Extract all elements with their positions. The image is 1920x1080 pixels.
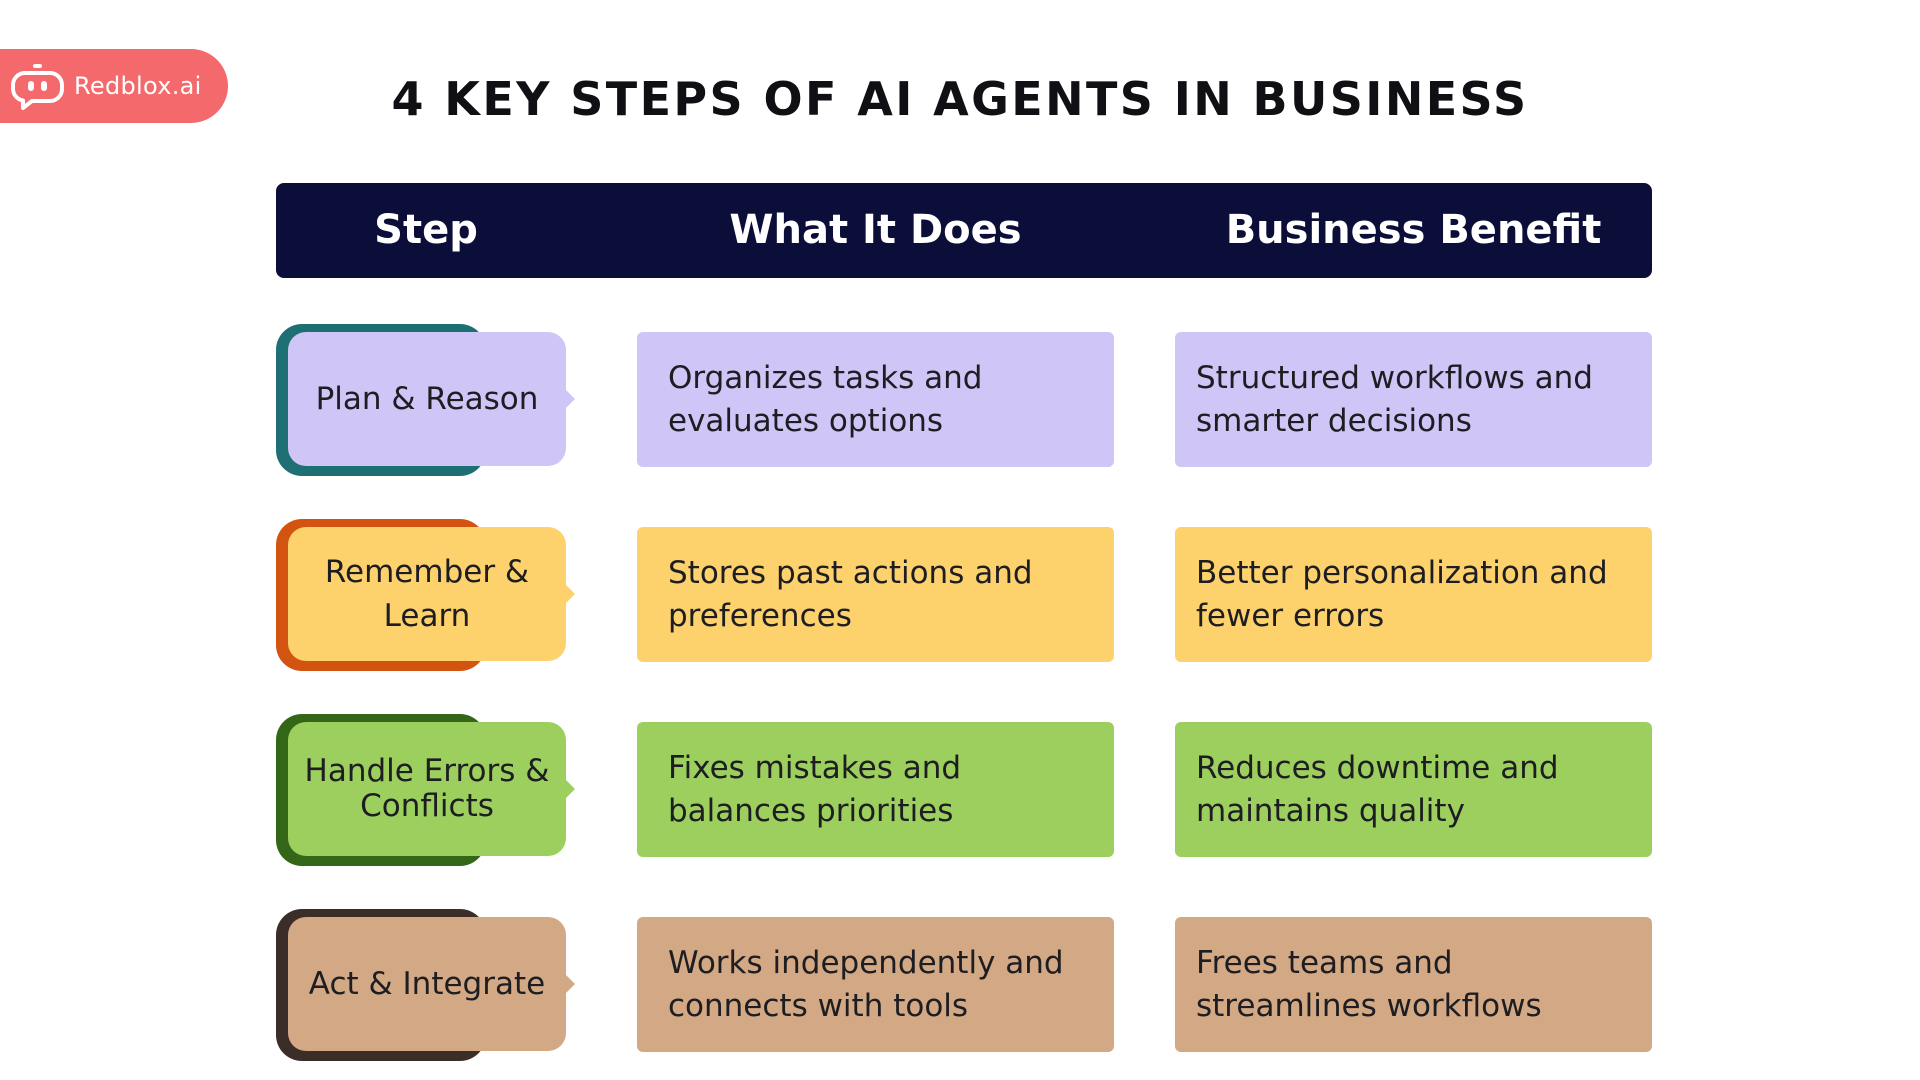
business-benefit-cell: Structured workflows and smarter decisio… <box>1175 332 1652 467</box>
step-card: Remember & Learn <box>276 519 576 671</box>
header-business-benefit: Business Benefit <box>1225 207 1602 253</box>
what-it-does-cell: Fixes mistakes and balances priorities <box>637 722 1114 857</box>
step-label: Handle Errors & Conflicts <box>288 722 566 856</box>
step-card: Handle Errors & Conflicts <box>276 714 576 866</box>
business-benefit-cell: Frees teams and streamlines workflows <box>1175 917 1652 1052</box>
brand-logo: Redblox.ai <box>0 49 228 123</box>
brand-name: Redblox.ai <box>74 72 202 100</box>
step-arrow <box>553 572 575 616</box>
business-benefit-cell: Better personalization and fewer errors <box>1175 527 1652 662</box>
step-label: Remember & Learn <box>288 527 566 661</box>
step-label: Act & Integrate <box>288 917 566 1051</box>
what-it-does-cell: Stores past actions and preferences <box>637 527 1114 662</box>
what-it-does-cell: Works independently and connects with to… <box>637 917 1114 1052</box>
step-arrow <box>553 377 575 421</box>
robot-face-icon <box>11 64 64 110</box>
step-arrow <box>553 962 575 1006</box>
header-step: Step <box>374 207 478 253</box>
page-title: 4 KEY STEPS OF AI AGENTS IN BUSINESS <box>391 72 1529 126</box>
step-label: Plan & Reason <box>288 332 566 466</box>
header-what-it-does: What It Does <box>729 207 1022 253</box>
step-card: Act & Integrate <box>276 909 576 1061</box>
business-benefit-cell: Reduces downtime and maintains quality <box>1175 722 1652 857</box>
step-card: Plan & Reason <box>276 324 576 476</box>
table-header: Step What It Does Business Benefit <box>276 183 1652 278</box>
step-arrow <box>553 767 575 811</box>
what-it-does-cell: Organizes tasks and evaluates options <box>637 332 1114 467</box>
